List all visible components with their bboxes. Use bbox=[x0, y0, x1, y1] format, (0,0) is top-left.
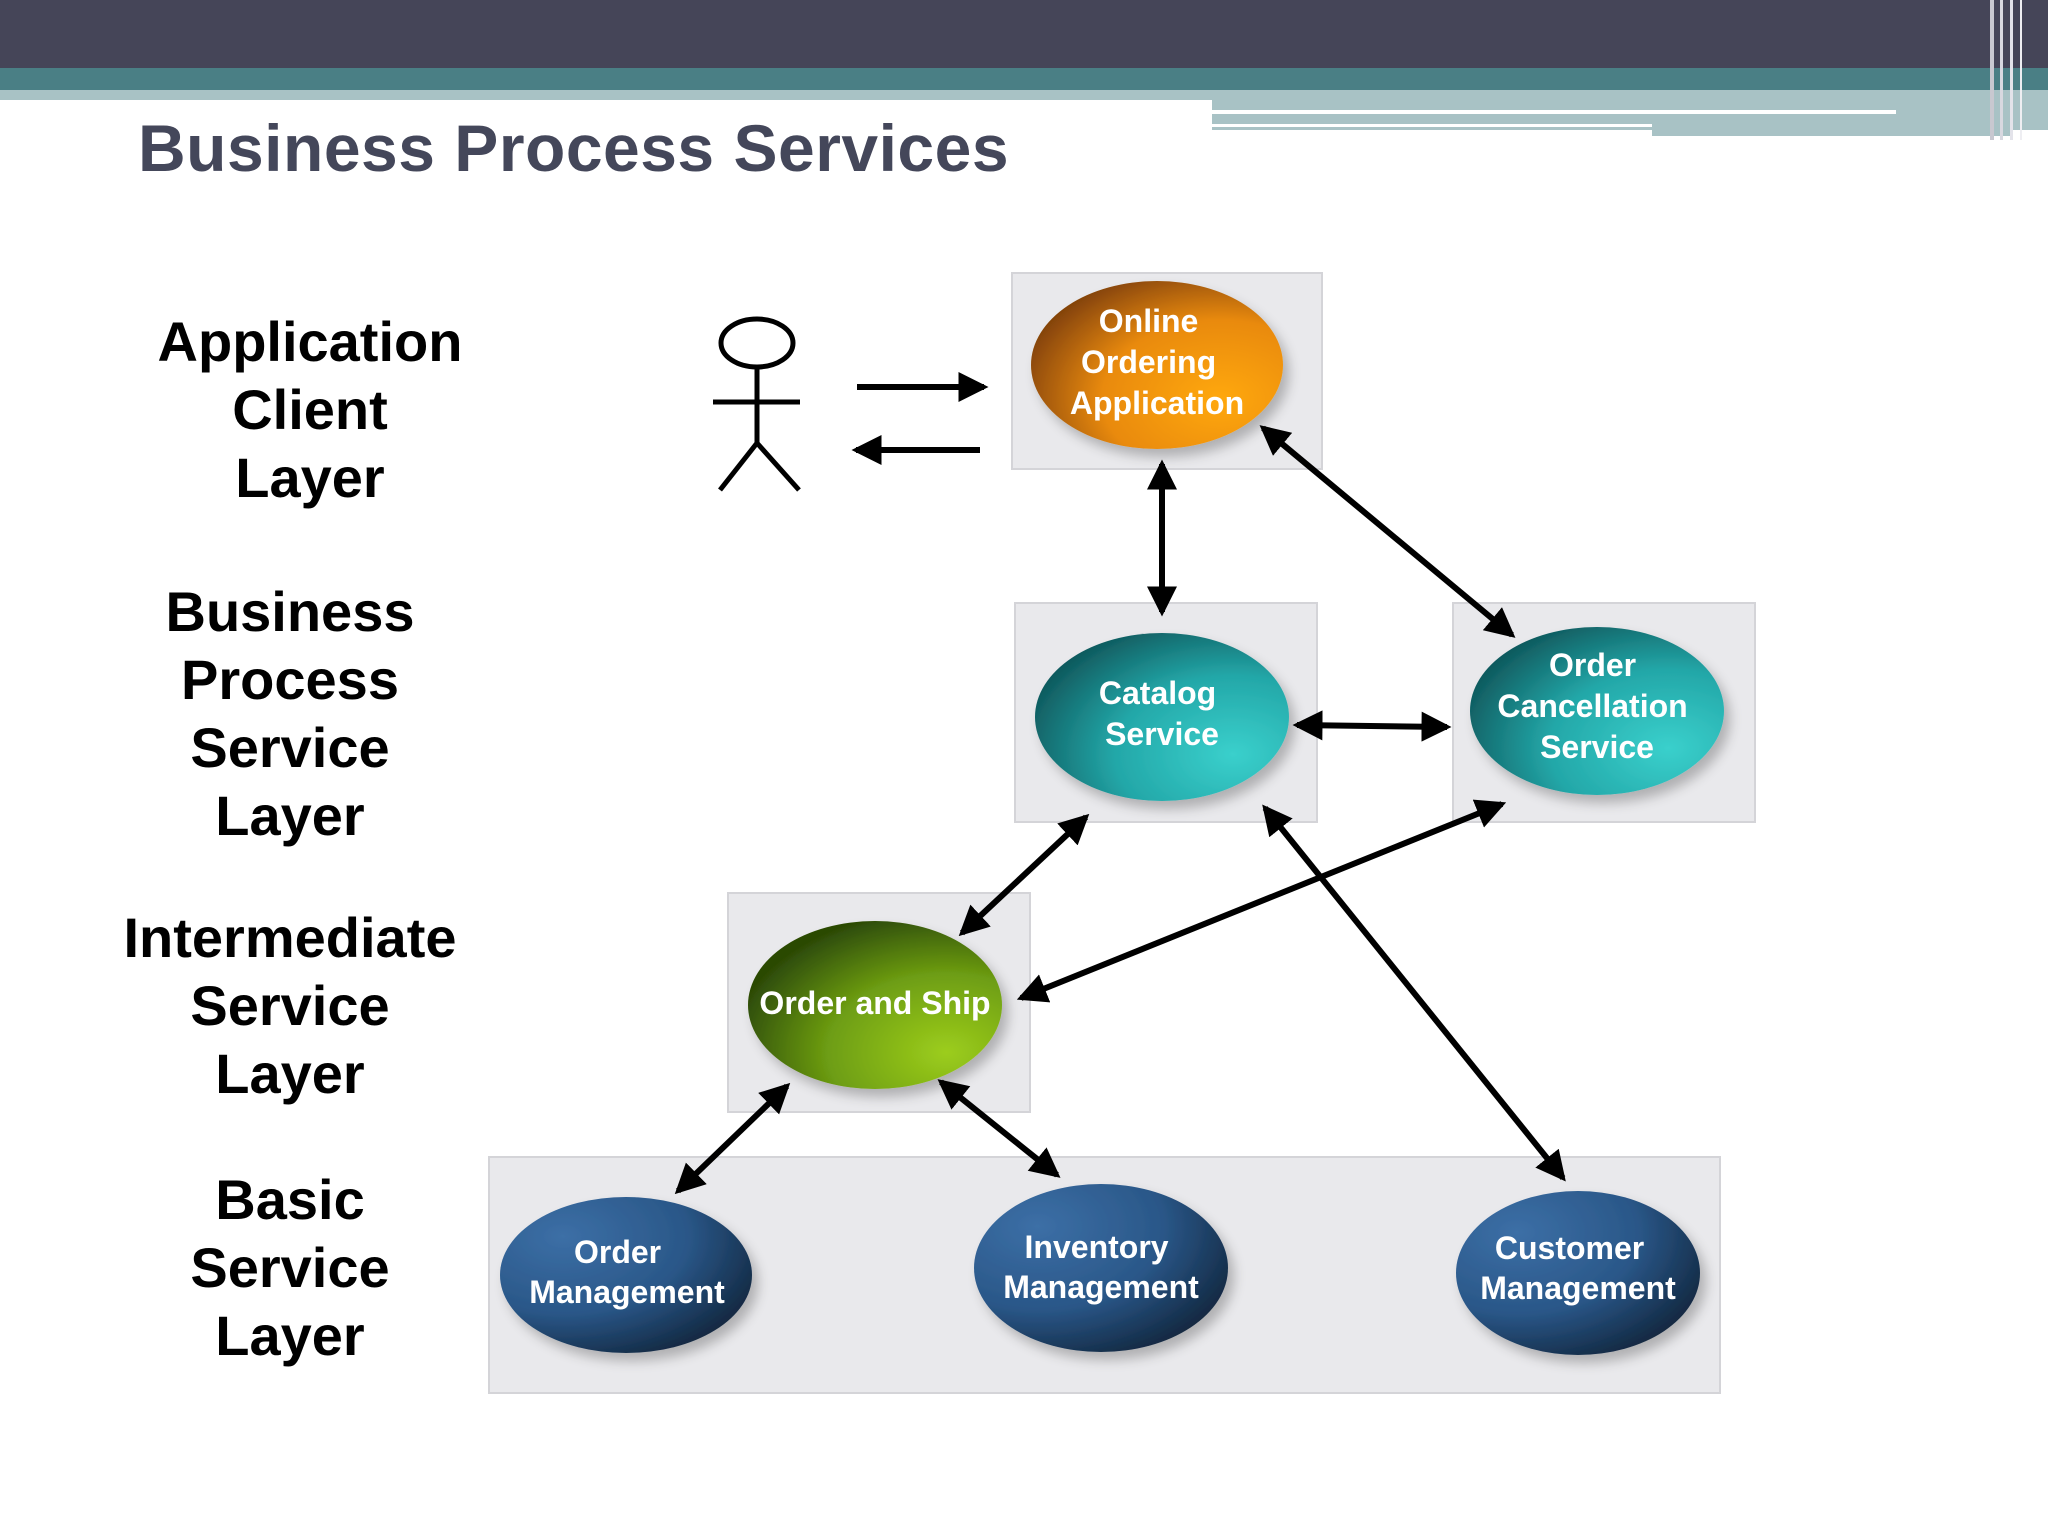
node-order-and-ship[interactable]: Order and Ship bbox=[748, 921, 1002, 1089]
node-order-management[interactable]: Order Management bbox=[500, 1197, 752, 1353]
header-bar bbox=[0, 0, 2048, 140]
svg-text:Online Ordering: Online Ordering Application bbox=[1070, 303, 1244, 421]
stick-figure-icon bbox=[713, 316, 801, 492]
page-title: Business Process Services bbox=[138, 111, 1010, 185]
node-inventory-management[interactable]: Inventory Management bbox=[974, 1184, 1228, 1352]
arrow-cancellation-orderandship bbox=[1016, 799, 1507, 1003]
layer-label-application-client: Application Client Layer bbox=[157, 310, 463, 509]
arrow-catalog-cancellation bbox=[1292, 710, 1452, 742]
svg-text:Catalog Service: Catalog Service bbox=[1099, 675, 1225, 752]
layer-label-basic-service: Basic Service Layer bbox=[190, 1168, 390, 1367]
arrow-orderandship-inventory bbox=[937, 1079, 1061, 1178]
arrow-app-cancellation bbox=[1259, 425, 1516, 638]
arrow-orderandship-ordermgmt bbox=[674, 1082, 791, 1195]
node-catalog-service[interactable]: Catalog Service bbox=[1035, 633, 1289, 801]
svg-text:Customer Management: Customer Management bbox=[1480, 1230, 1676, 1306]
svg-text:Order and Ship: Order and Ship bbox=[759, 985, 990, 1021]
svg-text:Inventory Management: Inventory Management bbox=[1003, 1229, 1199, 1305]
node-customer-management[interactable]: Customer Management bbox=[1456, 1191, 1700, 1355]
layer-label-intermediate-service: Intermediate Service Layer bbox=[123, 906, 457, 1105]
svg-text:Order Management: Order Management bbox=[529, 1234, 725, 1310]
node-online-ordering-application[interactable]: Online Ordering Application bbox=[1031, 281, 1283, 449]
arrow-catalog-customer bbox=[1262, 804, 1566, 1182]
layer-label-business-process-service: Business Process Service Layer bbox=[165, 580, 415, 847]
node-order-cancellation-service[interactable]: Order Cancellation Service bbox=[1470, 627, 1724, 795]
svg-text:Order Cancellation: Order Cancellation Service bbox=[1497, 647, 1696, 765]
